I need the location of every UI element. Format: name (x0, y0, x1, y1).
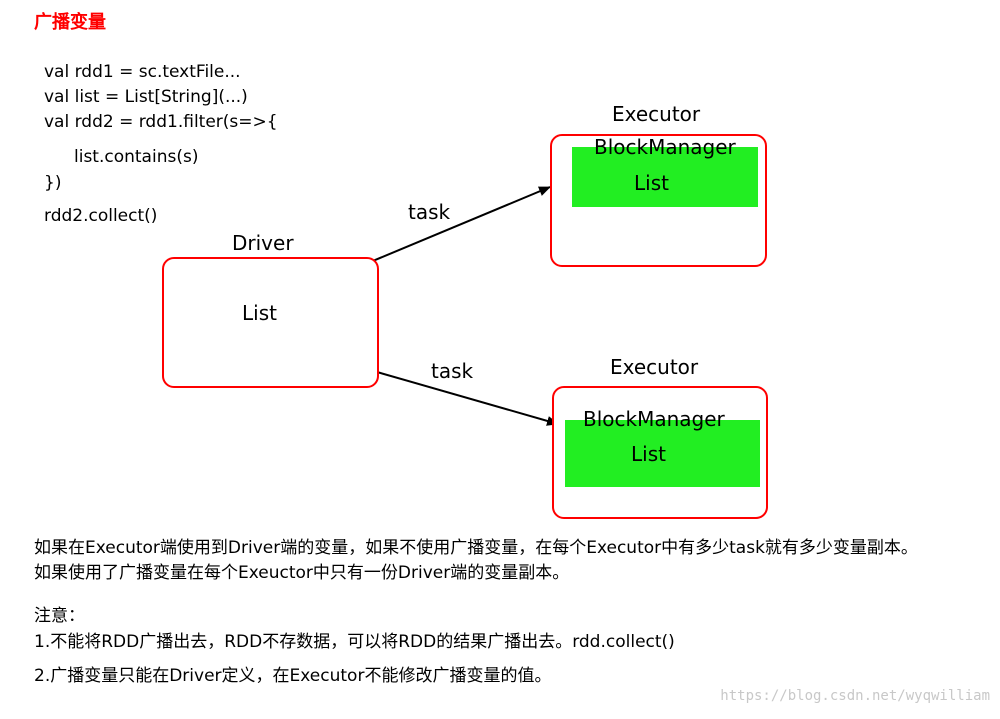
task-label-top: task (408, 200, 451, 224)
executor-top-label: Executor (612, 102, 701, 126)
watermark: https://blog.csdn.net/wyqwilliam (720, 688, 990, 704)
executor-top-box: BlockManager List (550, 134, 767, 267)
executor-bottom-blockmanager (565, 420, 760, 487)
code-line-2: val list = List[String](...) (44, 87, 248, 107)
executor-bottom-blockmanager-label: BlockManager (583, 407, 725, 431)
executor-bottom-label: Executor (610, 355, 699, 379)
executor-top-blockmanager-label: BlockManager (594, 135, 736, 159)
page-title: 广播变量 (34, 12, 106, 33)
attention-item-2: 2.广播变量只能在Driver定义，在Executor不能修改广播变量的值。 (34, 666, 552, 686)
driver-list-label: List (242, 301, 277, 325)
executor-bottom-list-label: List (631, 442, 666, 466)
arrow-to-executor-bottom (369, 369, 559, 426)
driver-box: List (162, 257, 379, 388)
executor-bottom-box: BlockManager List (552, 386, 768, 519)
code-line-5: }) (44, 173, 62, 193)
code-line-3: val rdd2 = rdd1.filter(s=>{ (44, 112, 278, 132)
driver-label: Driver (232, 231, 294, 255)
executor-top-blockmanager (572, 147, 758, 207)
code-line-4: list.contains(s) (74, 147, 199, 167)
executor-top-list-label: List (634, 171, 669, 195)
note-paragraph-line-1: 如果在Executor端使用到Driver端的变量，如果不使用广播变量，在每个E… (34, 538, 918, 558)
attention-item-1: 1.不能将RDD广播出去，RDD不存数据，可以将RDD的结果广播出去。rdd.c… (34, 632, 675, 652)
code-line-6: rdd2.collect() (44, 206, 158, 226)
code-line-1: val rdd1 = sc.textFile... (44, 62, 241, 82)
arrow-to-executor-top (355, 186, 551, 269)
attention-heading: 注意： (34, 606, 85, 626)
note-paragraph-line-2: 如果使用了广播变量在每个Exeuctor中只有一份Driver端的变量副本。 (34, 563, 570, 583)
task-label-bottom: task (431, 359, 474, 383)
